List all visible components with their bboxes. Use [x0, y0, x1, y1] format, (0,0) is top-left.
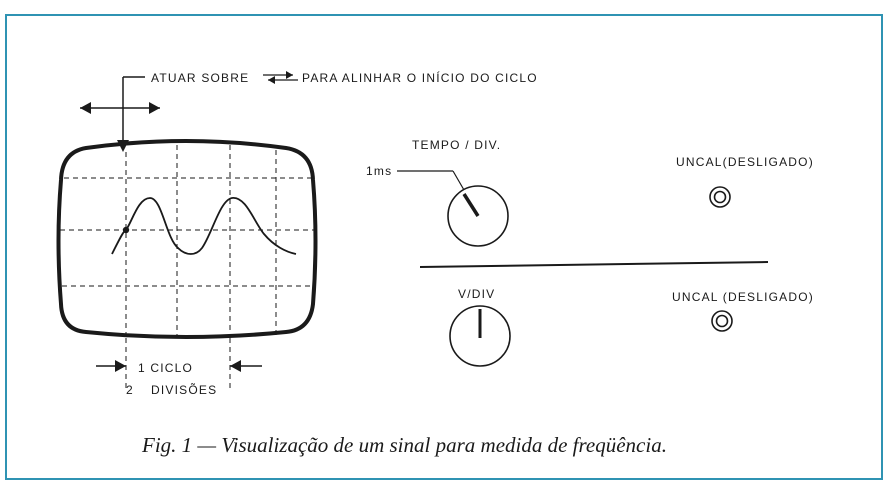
- one-cycle-label: 1 CICLO: [138, 361, 193, 375]
- figure-caption: Fig. 1 — Visualização de um sinal para m…: [141, 433, 667, 457]
- para-alinhar-label: PARA ALINHAR O INÍCIO DO CICLO: [302, 70, 538, 85]
- uncal-bottom-inner-ring: [715, 314, 729, 328]
- tempo-knob-pointer: [462, 193, 480, 217]
- screen-bezel: [56, 139, 318, 339]
- horizontal-position-icon: [263, 71, 298, 84]
- v-div-label: V/DIV: [458, 287, 495, 301]
- tempo-knob-dial[interactable]: [447, 185, 509, 247]
- arrow-right-icon: [115, 360, 126, 372]
- arrow-left-icon: [80, 102, 91, 114]
- cycle-measure: 1 CICLO 2 DIVISÕES: [96, 360, 262, 397]
- uncal-bottom-label: UNCAL (DESLIGADO): [672, 290, 814, 304]
- signal-trace: [111, 197, 297, 255]
- arrow-left-icon: [230, 360, 241, 372]
- one-ms-leader-bend: [452, 170, 465, 191]
- uncal-top-inner-ring: [713, 190, 727, 204]
- v-knob-dial[interactable]: [449, 305, 511, 367]
- v-div-knob[interactable]: V/DIV: [449, 287, 511, 367]
- atuar-sobre-label: ATUAR SOBRE: [151, 71, 249, 85]
- divisoes-label: DIVISÕES: [151, 382, 217, 397]
- section-divider: [419, 261, 769, 268]
- crt-screen: [56, 139, 318, 339]
- uncal-top-outer-ring[interactable]: [709, 186, 731, 208]
- uncal-bottom-control[interactable]: UNCAL (DESLIGADO): [672, 290, 814, 332]
- uncal-top-label: UNCAL(DESLIGADO): [676, 155, 814, 169]
- arrow-right-icon: [149, 102, 160, 114]
- tempo-div-knob[interactable]: TEMPO / DIV. 1ms: [366, 138, 509, 247]
- figure-frame: [5, 14, 883, 480]
- uncal-bottom-outer-ring[interactable]: [711, 310, 733, 332]
- two-label: 2: [126, 383, 134, 397]
- tempo-div-label: TEMPO / DIV.: [412, 138, 501, 152]
- one-ms-label: 1ms: [366, 164, 392, 178]
- alignment-annotation: ATUAR SOBRE PARA ALINHAR O INÍCIO DO CIC…: [80, 70, 538, 152]
- uncal-top-control[interactable]: UNCAL(DESLIGADO): [676, 155, 814, 208]
- cycle-start-dot: [122, 226, 130, 234]
